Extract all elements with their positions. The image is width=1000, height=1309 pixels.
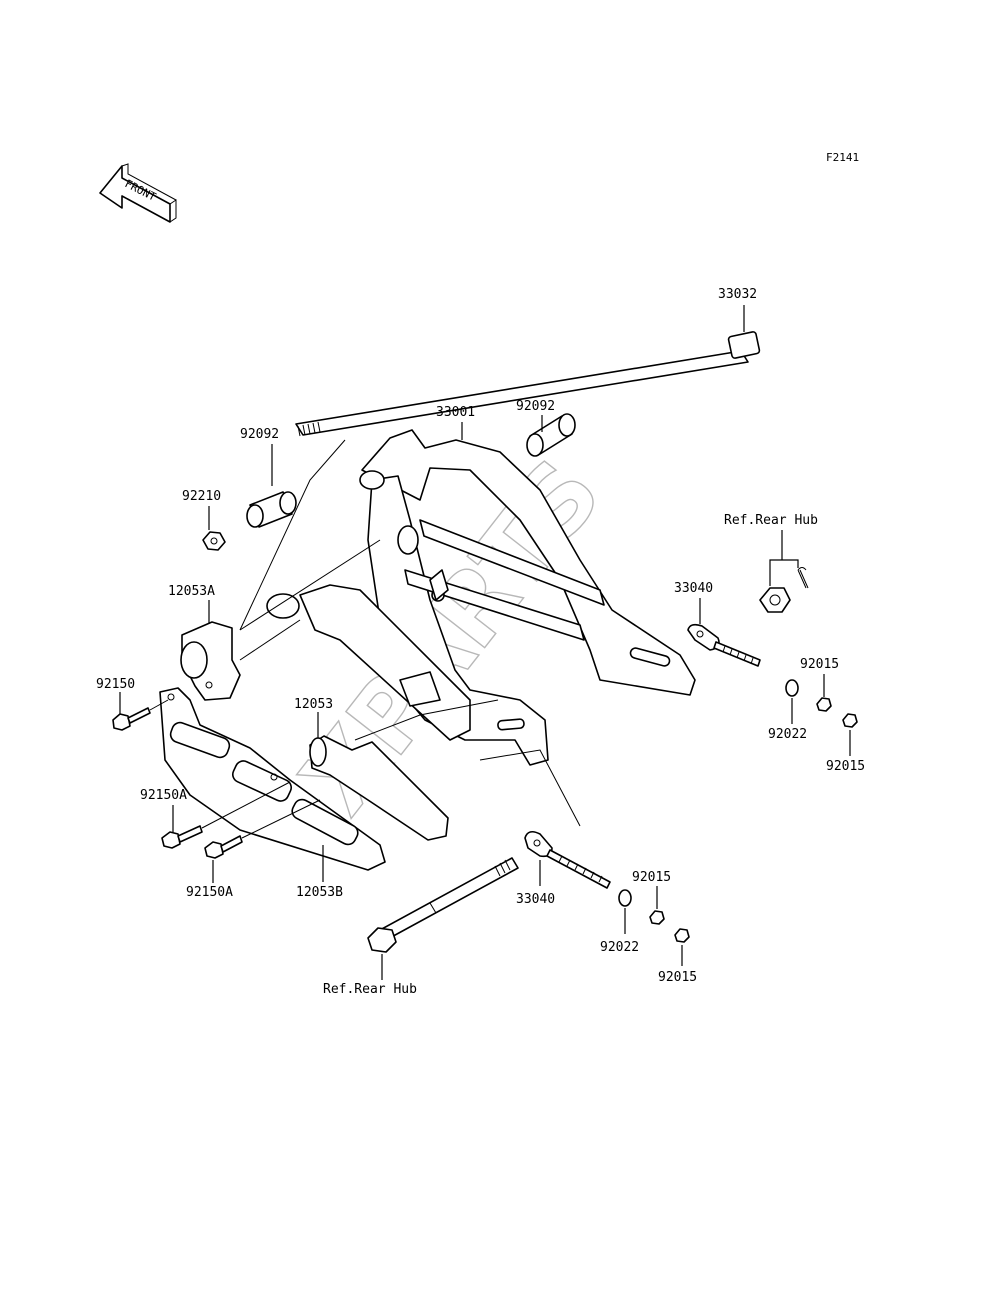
label-92150: 92150 — [96, 677, 135, 692]
label-92022-bottom: 92022 — [600, 940, 639, 955]
nut-92015-b — [842, 713, 858, 728]
bolt-92150 — [112, 707, 151, 731]
chain-guide-block-12053A — [180, 621, 241, 701]
swingarm — [266, 429, 696, 766]
chain-adjuster-top — [687, 623, 761, 667]
label-92015-a: 92015 — [800, 657, 839, 672]
label-33040-bottom: 33040 — [516, 892, 555, 907]
label-92015-d: 92015 — [658, 970, 697, 985]
figure-code: F2141 — [826, 151, 859, 164]
label-92022-top: 92022 — [768, 727, 807, 742]
chain-guide-slider-12053 — [309, 735, 449, 841]
label-33032: 33032 — [718, 287, 757, 302]
pivot-shaft — [295, 331, 761, 437]
label-33001: 33001 — [436, 405, 475, 420]
washer-bottom — [618, 889, 632, 907]
nut-92015-a — [816, 697, 832, 712]
label-92092-left: 92092 — [240, 427, 279, 442]
label-12053A: 12053A — [168, 584, 215, 599]
label-92092-right: 92092 — [516, 399, 555, 414]
bolt-92150A-upper — [161, 825, 203, 849]
label-92015-b: 92015 — [826, 759, 865, 774]
label-33040-top: 33040 — [674, 581, 713, 596]
nut-92015-d — [674, 928, 690, 943]
axle-nut-top — [759, 587, 791, 613]
label-92015-c: 92015 — [632, 870, 671, 885]
cotter-pin — [797, 567, 809, 589]
bolt-92150A-lower — [204, 835, 243, 859]
label-ref-rear-hub-bottom: Ref.Rear Hub — [323, 982, 417, 997]
front-arrow-icon — [99, 163, 177, 223]
chain-adjuster-bottom — [524, 830, 611, 889]
label-12053B: 12053B — [296, 885, 343, 900]
washer-top — [785, 679, 799, 697]
label-92150A-a: 92150A — [140, 788, 187, 803]
chain-guide-plate-12053B — [159, 687, 386, 871]
label-12053: 12053 — [294, 697, 333, 712]
label-ref-rear-hub-top: Ref.Rear Hub — [724, 513, 818, 528]
bushing-right — [526, 413, 576, 457]
nut-92210 — [202, 531, 226, 551]
rear-axle-bottom — [367, 857, 519, 953]
label-92150A-b: 92150A — [186, 885, 233, 900]
bushing-left — [246, 491, 297, 528]
label-92210: 92210 — [182, 489, 221, 504]
nut-92015-c — [649, 910, 665, 925]
